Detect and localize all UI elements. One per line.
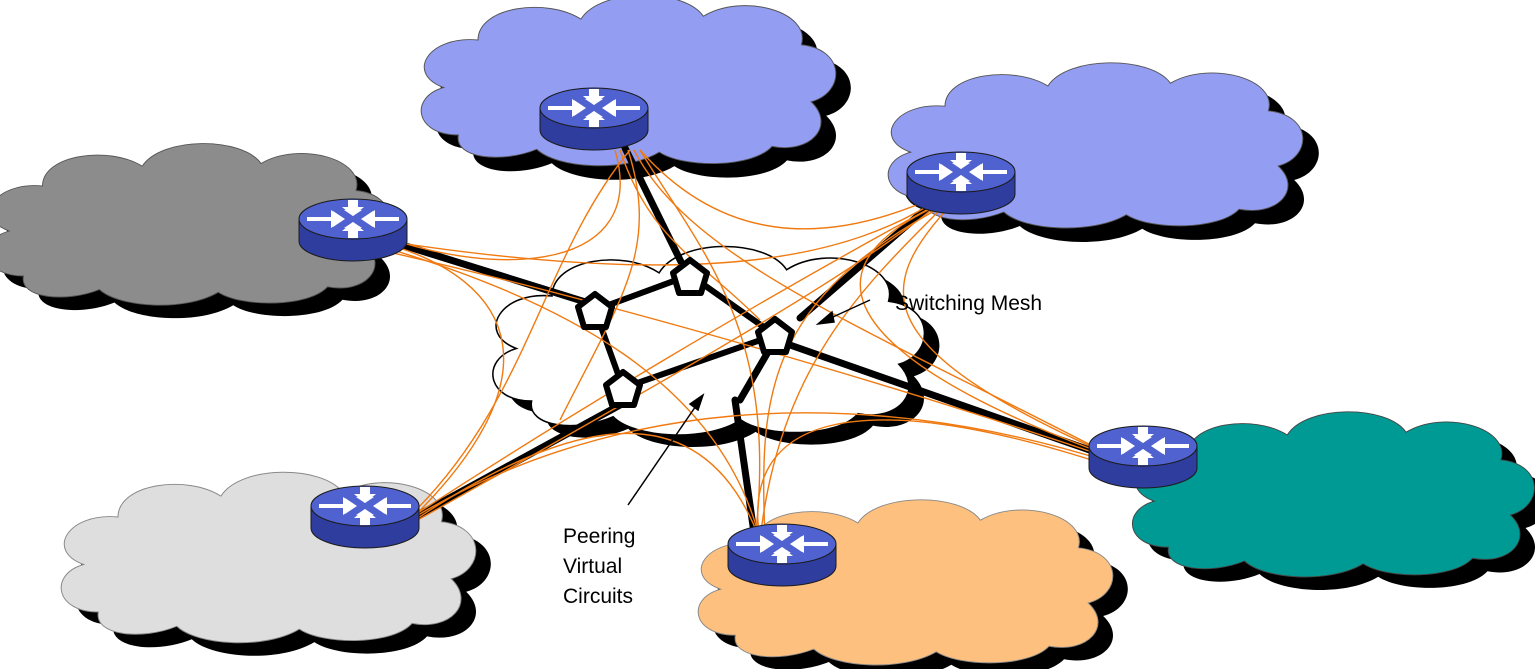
- router-icon: [298, 198, 408, 262]
- switching-mesh-label: Switching Mesh: [895, 292, 1042, 315]
- router-icon: [310, 485, 420, 549]
- router-icon: [539, 87, 649, 151]
- peering-virtual-circuits: [379, 149, 1111, 541]
- peering-label-line3: Circuits: [563, 585, 633, 608]
- router-icon: [1088, 425, 1198, 489]
- callout-pointers: [627, 299, 871, 506]
- peering-label-line1: Peering: [563, 525, 635, 548]
- router-icon: [906, 151, 1016, 215]
- router-icon: [727, 523, 837, 587]
- peering-label-line2: Virtual: [563, 555, 622, 578]
